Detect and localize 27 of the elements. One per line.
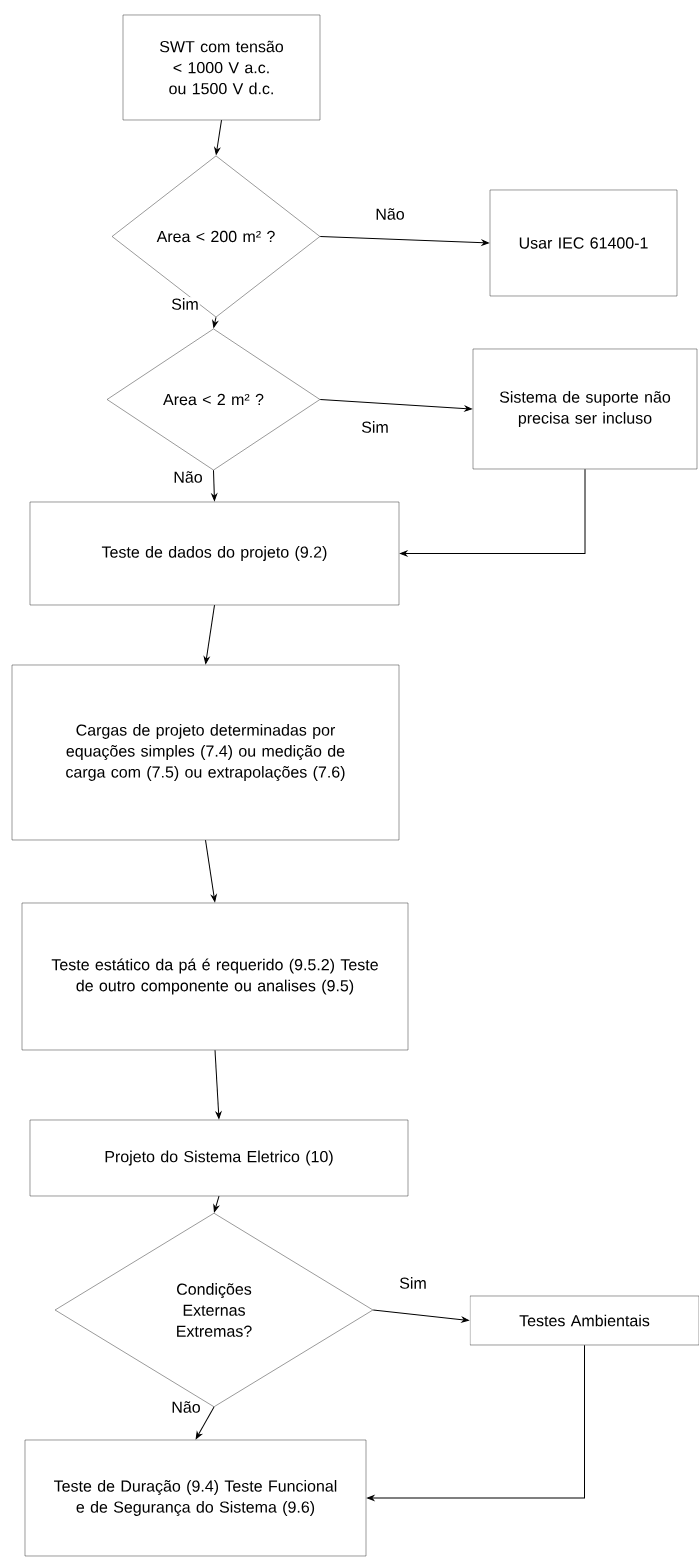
edge-label: Sim xyxy=(170,297,200,311)
arrow xyxy=(214,1049,222,1119)
process-box: Teste de Duração (9.4) Teste Funcional e de Segurança do Sistema (9.6) xyxy=(24,1439,367,1557)
arrow xyxy=(319,399,472,412)
edge-label: Não xyxy=(172,470,204,484)
arrow xyxy=(367,1344,585,1501)
process-box: Projeto do Sistema Eletrico (10) xyxy=(29,1119,409,1197)
process-box: Sistema de suporte não precisa ser incluso xyxy=(472,348,698,470)
process-box: Cargas de projeto determinadas por equações simples (7.4) ou medição de carga com (7.5) ou extrapolações (7.6) xyxy=(11,664,400,841)
process-box: Teste de dados do projeto (9.2) xyxy=(29,501,400,606)
arrow xyxy=(372,1309,469,1323)
arrow xyxy=(213,1195,220,1213)
edge-label: Sim xyxy=(398,1276,428,1290)
process-box: Teste estático da pá é requerido (9.5.2) Teste de outro componente ou analises (9.5) xyxy=(21,902,409,1051)
edge-label: Sim xyxy=(360,420,390,434)
arrow xyxy=(195,1406,215,1440)
arrow xyxy=(205,839,217,902)
edge-label: Não xyxy=(374,207,406,221)
arrow xyxy=(203,604,215,664)
arrow xyxy=(211,469,218,501)
arrow xyxy=(319,236,489,246)
process-box: SWT com tensão < 1000 V a.c. ou 1500 V d.c. xyxy=(122,14,321,121)
arrow xyxy=(400,468,586,557)
process-box: Usar IEC 61400-1 xyxy=(489,189,678,297)
arrow xyxy=(214,119,222,155)
arrow xyxy=(212,316,218,328)
process-box: Testes Ambientais xyxy=(469,1295,699,1346)
